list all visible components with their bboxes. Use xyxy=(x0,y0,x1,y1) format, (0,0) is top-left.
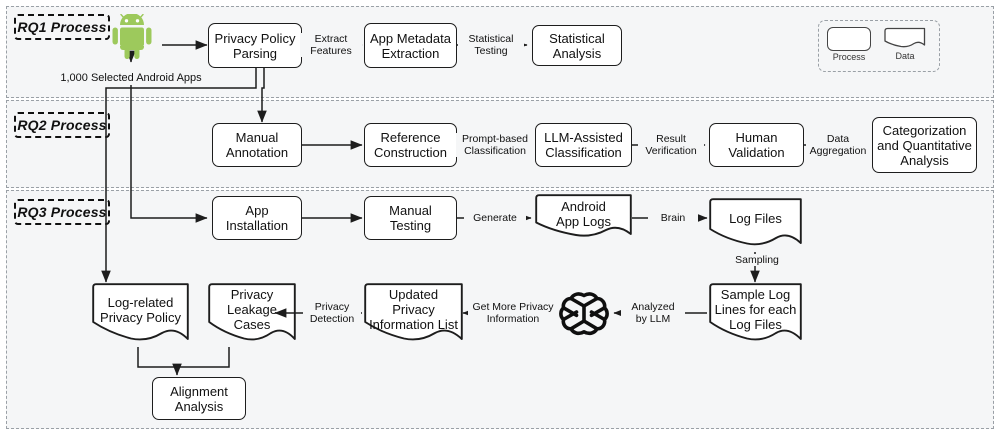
legend-process: Process xyxy=(827,27,871,62)
lane-tag-rq1: RQ1 Process xyxy=(14,14,110,40)
lane-label-rq2: RQ2 Process xyxy=(17,117,107,133)
edge-label-generate: Generate xyxy=(464,212,526,224)
lane-label-rq1: RQ1 Process xyxy=(17,19,107,35)
legend-data-label: Data xyxy=(895,51,915,61)
edge-label-sampling: Sampling xyxy=(730,254,784,266)
legend-data-shape xyxy=(883,27,927,50)
legend-data: Data xyxy=(883,27,927,61)
edge-label-selected-apps: 1,000 Selected Android Apps xyxy=(56,72,206,85)
legend-process-shape xyxy=(827,27,871,51)
lane-tag-rq3: RQ3 Process xyxy=(14,199,110,225)
android-robot-icon xyxy=(104,13,160,60)
node-log-files[interactable]: Log Files xyxy=(709,198,802,252)
openai-logo-icon xyxy=(558,287,610,339)
legend-process-label: Process xyxy=(832,52,866,62)
legend-box: Process Data xyxy=(818,20,940,72)
lane-label-rq3: RQ3 Process xyxy=(17,204,107,220)
node-label: Log Files xyxy=(729,210,782,226)
lane-tag-rq2: RQ2 Process xyxy=(14,112,110,138)
edge-label-brain: Brain xyxy=(648,212,698,224)
